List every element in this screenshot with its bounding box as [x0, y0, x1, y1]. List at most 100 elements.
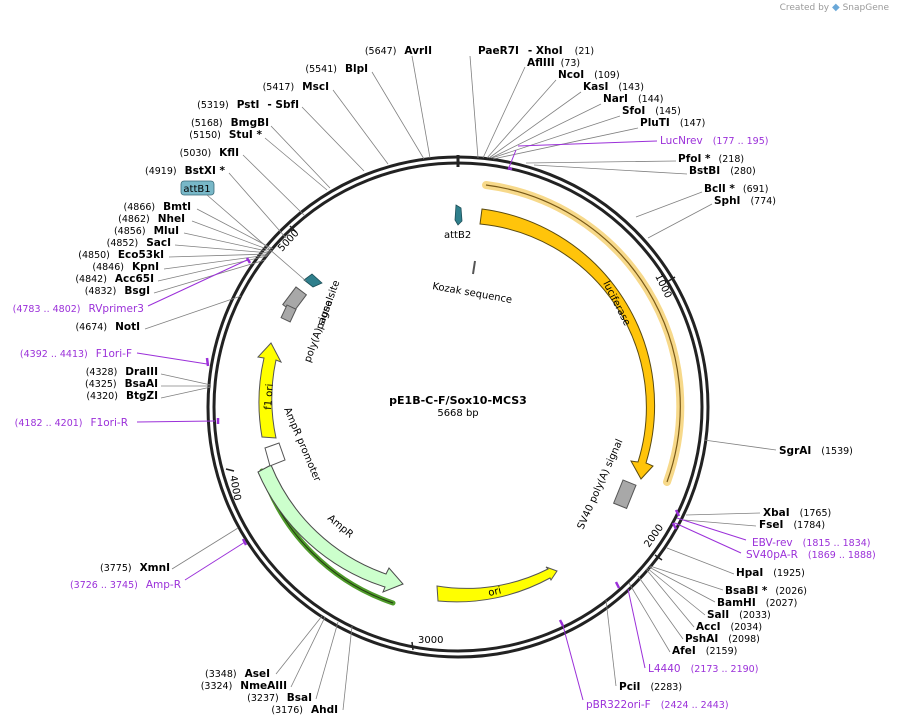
svg-text:(5541)BlpI: (5541)BlpI: [305, 63, 368, 75]
svg-text:BsaBI *(2026): BsaBI *(2026): [725, 585, 807, 597]
svg-text:(4832)BsgI: (4832)BsgI: [85, 285, 150, 297]
svg-text:AfeI(2159): AfeI(2159): [672, 645, 737, 657]
svg-text:PluTI(147): PluTI(147): [640, 117, 705, 129]
ori-label: ori: [487, 585, 502, 598]
snapgene-logo-icon: ◆: [832, 2, 840, 13]
primer-f1orir: (4182 .. 4201)F1ori-R: [15, 417, 128, 429]
site-pcii: PciI(2283): [619, 681, 682, 693]
polya-signal-feature: [280, 304, 297, 323]
credit-prefix: Created by: [779, 3, 830, 13]
site-xbai: XbaI(1765): [763, 507, 831, 519]
kozak-mark: [472, 260, 476, 275]
svg-text:BamHI(2027): BamHI(2027): [717, 597, 797, 609]
site-sphi: SphI(774): [714, 195, 776, 207]
svg-text:FseI(1784): FseI(1784): [759, 519, 825, 531]
svg-text:KasI(143): KasI(143): [583, 81, 644, 93]
site-afei: AfeI(2159): [672, 645, 737, 657]
site-saci: (4852)SacI: [107, 237, 171, 249]
site-leads-left: [144, 55, 431, 711]
ori-feature: [436, 566, 558, 603]
site-pluti: PluTI(147): [640, 117, 705, 129]
site-btgzi: (4320)BtgZI: [86, 390, 158, 402]
site-bmti: (4866)BmtI: [124, 201, 191, 213]
primer-pbr322orif: pBR322ori-F(2424 .. 2443): [586, 699, 729, 711]
site-sgrai: SgrAI(1539): [779, 445, 853, 457]
primer-leads: [136, 140, 747, 701]
svg-text:(3348)AseI: (3348)AseI: [205, 668, 270, 680]
tick-3000: 3000: [411, 635, 443, 651]
site-ahdi: (3176)AhdI: [271, 704, 338, 716]
svg-text:(4325)BsaAI: (4325)BsaAI: [85, 378, 158, 390]
svg-text:(3324)NmeAIII: (3324)NmeAIII: [201, 680, 287, 692]
primer-ebvrev: EBV-rev(1815 .. 1834): [752, 537, 871, 549]
site-stui: (5150)StuI *: [189, 129, 262, 141]
tick-4000: 4000: [225, 468, 242, 502]
f1ori-label: f1 ori: [263, 383, 276, 410]
svg-text:(4919)BstXI *: (4919)BstXI *: [145, 165, 226, 177]
luciferase-line: [485, 184, 681, 483]
svg-text:LucNrev(177 .. 195): LucNrev(177 .. 195): [660, 135, 768, 147]
attb1-label: attB1: [183, 184, 210, 195]
svg-text:(4856)MluI: (4856)MluI: [114, 225, 179, 237]
svg-text:PaeR7I- XhoI(21): PaeR7I- XhoI(21): [478, 45, 594, 57]
luciferase-feature: [479, 208, 656, 480]
credit-brand: SnapGene: [842, 3, 889, 13]
ampr-promoter-label: AmpR promoter: [281, 406, 323, 484]
svg-text:(3726 .. 3745)Amp-R: (3726 .. 3745)Amp-R: [70, 579, 181, 591]
site-bsai: (3237)BsaI: [247, 692, 312, 704]
site-avrii: (5647)AvrII: [365, 45, 432, 57]
svg-text:SfoI(145): SfoI(145): [622, 105, 681, 117]
attb1-feature: [303, 273, 323, 288]
site-xmni: (3775)XmnI: [100, 562, 170, 574]
site-pfoi: PfoI *(218): [678, 153, 744, 165]
site-pshai: PshAI(2098): [685, 633, 760, 645]
svg-text:(5030)KflI: (5030)KflI: [180, 147, 239, 159]
map-title: pE1B-C-F/Sox10-MCS3: [389, 394, 527, 407]
site-nari: NarI(144): [603, 93, 664, 105]
attb1-tag: attB1: [180, 180, 215, 196]
kozak-label: Kozak sequence: [431, 281, 512, 306]
svg-text:AflIII(73): AflIII(73): [527, 57, 580, 69]
site-sfoi: SfoI(145): [622, 105, 681, 117]
svg-text:(4850)Eco53kI: (4850)Eco53kI: [78, 249, 164, 261]
svg-text:NarI(144): NarI(144): [603, 93, 664, 105]
tick-label-4000: 4000: [227, 475, 242, 502]
svg-text:SphI(774): SphI(774): [714, 195, 776, 207]
svg-text:(5647)AvrII: (5647)AvrII: [365, 45, 432, 57]
site-afliii: AflIII(73): [527, 57, 580, 69]
site-bstbi: BstBI(280): [689, 165, 756, 177]
svg-text:SV40pA-R(1869 .. 1888): SV40pA-R(1869 .. 1888): [746, 549, 876, 561]
primer-f1orif: (4392 .. 4413)F1ori-F: [20, 348, 132, 360]
svg-text:(4182 .. 4201)F1ori-R: (4182 .. 4201)F1ori-R: [15, 417, 128, 429]
site-hpai: HpaI(1925): [736, 567, 805, 579]
tick-label-2000: 2000: [642, 523, 666, 550]
site-bmgbi: (5168)BmgBI: [191, 117, 269, 129]
svg-text:SgrAI(1539): SgrAI(1539): [779, 445, 853, 457]
svg-text:BclI *(691): BclI *(691): [704, 183, 768, 195]
map-length: 5668 bp: [437, 408, 478, 419]
site-bamhi: BamHI(2027): [717, 597, 797, 609]
primer-rvprimer3: (4783 .. 4802)RVprimer3: [13, 303, 144, 315]
sv40-polya-feature: [612, 479, 637, 510]
svg-text:EBV-rev(1815 .. 1834): EBV-rev(1815 .. 1834): [752, 537, 871, 549]
site-noti: (4674)NotI: [75, 321, 140, 333]
site-name: PaeR7I: [478, 45, 519, 57]
svg-text:(4328)DraIII: (4328)DraIII: [86, 366, 158, 378]
site-draiii: (4328)DraIII: [86, 366, 158, 378]
plasmid-backbone: [206, 155, 710, 659]
ampr-promoter-feature: [264, 442, 286, 467]
site-eco53ki: (4850)Eco53kI: [78, 249, 164, 261]
luciferase-label: luciferase: [600, 279, 632, 327]
site-asei: (3348)AseI: [205, 668, 270, 680]
site-name2: - XhoI: [528, 45, 563, 57]
svg-text:(3775)XmnI: (3775)XmnI: [100, 562, 170, 574]
svg-text:(5319)PstI- SbfI: (5319)PstI- SbfI: [197, 99, 299, 111]
svg-text:(5417)MscI: (5417)MscI: [263, 81, 329, 93]
svg-text:(4852)SacI: (4852)SacI: [107, 237, 171, 249]
site-fsei: FseI(1784): [759, 519, 825, 531]
svg-text:BstBI(280): BstBI(280): [689, 165, 756, 177]
site-acci: AccI(2034): [696, 621, 762, 633]
svg-text:(4320)BtgZI: (4320)BtgZI: [86, 390, 158, 402]
svg-text:L4440(2173 .. 2190): L4440(2173 .. 2190): [648, 663, 758, 675]
svg-text:(4783 .. 4802)RVprimer3: (4783 .. 4802)RVprimer3: [13, 303, 144, 315]
